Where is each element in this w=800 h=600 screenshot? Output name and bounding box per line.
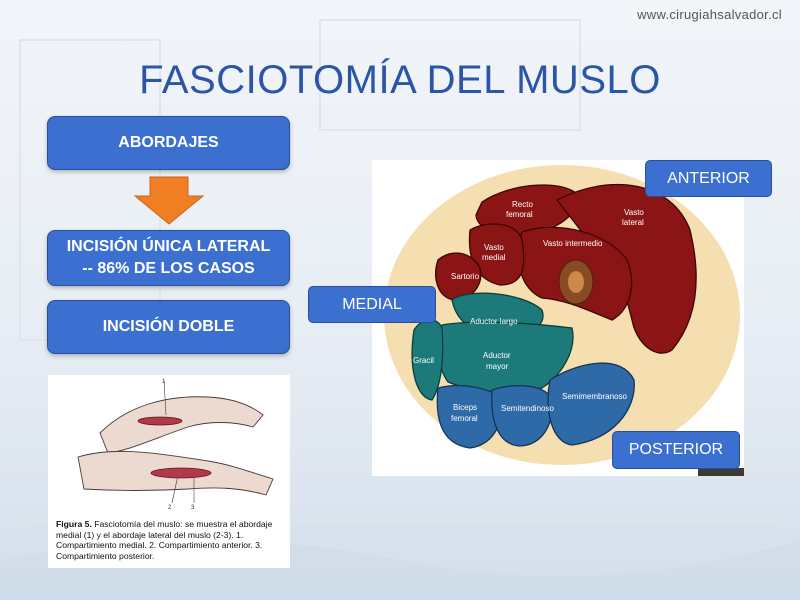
anterior-label: ANTERIOR: [645, 160, 772, 197]
label-vasto-lateral-1: Vasto: [624, 208, 644, 217]
medial-label: MEDIAL: [308, 286, 436, 323]
down-arrow-icon: [133, 176, 205, 225]
label-vasto-intermedio: Vasto intermedio: [543, 239, 603, 248]
thigh-illustration: 1 2 3: [77, 379, 274, 511]
label-sartorio: Sartorio: [451, 272, 480, 281]
label-aductor-mayor-2: mayor: [486, 362, 509, 371]
posterior-label: POSTERIOR: [612, 431, 740, 469]
label-aductor-mayor-1: Aductor: [483, 351, 511, 360]
incision-doble-box: INCISIÓN DOBLE: [47, 300, 290, 354]
label-recto: Recto: [512, 200, 533, 209]
incision-unica-box: INCISIÓN ÚNICA LATERAL -- 86% DE LOS CAS…: [47, 230, 290, 286]
caption-text: Fasciotomía del muslo: se muestra el abo…: [56, 519, 273, 561]
incision-unica-line2: -- 86% DE LOS CASOS: [82, 260, 255, 277]
muscle-aductor-mayor: [437, 321, 574, 393]
incision-unica-line1: INCISIÓN ÚNICA LATERAL: [66, 238, 271, 255]
label-femoral-recto: femoral: [506, 210, 533, 219]
figure-caption: Figura 5. Fasciotomía del muslo: se mues…: [56, 519, 286, 561]
label-gracil: Gracil: [413, 356, 434, 365]
marker-1: 1: [162, 379, 166, 385]
muscle-semimembranoso: [547, 362, 635, 446]
abordajes-box: ABORDAJES: [47, 116, 290, 170]
femur-marrow: [568, 271, 584, 293]
thigh-cross-section: Recto femoral Vasto lateral Vasto interm…: [372, 160, 744, 476]
label-semitendinoso: Semitendinoso: [501, 404, 554, 413]
label-vasto-lateral-2: lateral: [622, 218, 644, 227]
diagram-corner-tag: [698, 468, 744, 476]
label-vasto-medial-2: medial: [482, 253, 506, 262]
label-aductor-largo: Aductor largo: [470, 317, 518, 326]
slide-title: FASCIOTOMÍA DEL MUSLO: [139, 58, 661, 102]
label-biceps: Biceps: [453, 403, 477, 412]
marker-3: 3: [191, 505, 195, 511]
label-vasto-medial-1: Vasto: [484, 243, 504, 252]
muscle-biceps-femoral: [436, 385, 503, 449]
muscle-sartorio: [435, 252, 482, 301]
site-url: www.cirugiahsalvador.cl: [637, 7, 782, 22]
surgical-figure: 1 2 3: [48, 375, 290, 568]
caption-label: Figura 5.: [56, 519, 92, 529]
marker-2: 2: [168, 505, 172, 511]
label-biceps-femoral: femoral: [451, 414, 478, 423]
label-semimembranoso: Semimembranoso: [562, 392, 627, 401]
muscle-semitendinoso: [491, 385, 553, 447]
